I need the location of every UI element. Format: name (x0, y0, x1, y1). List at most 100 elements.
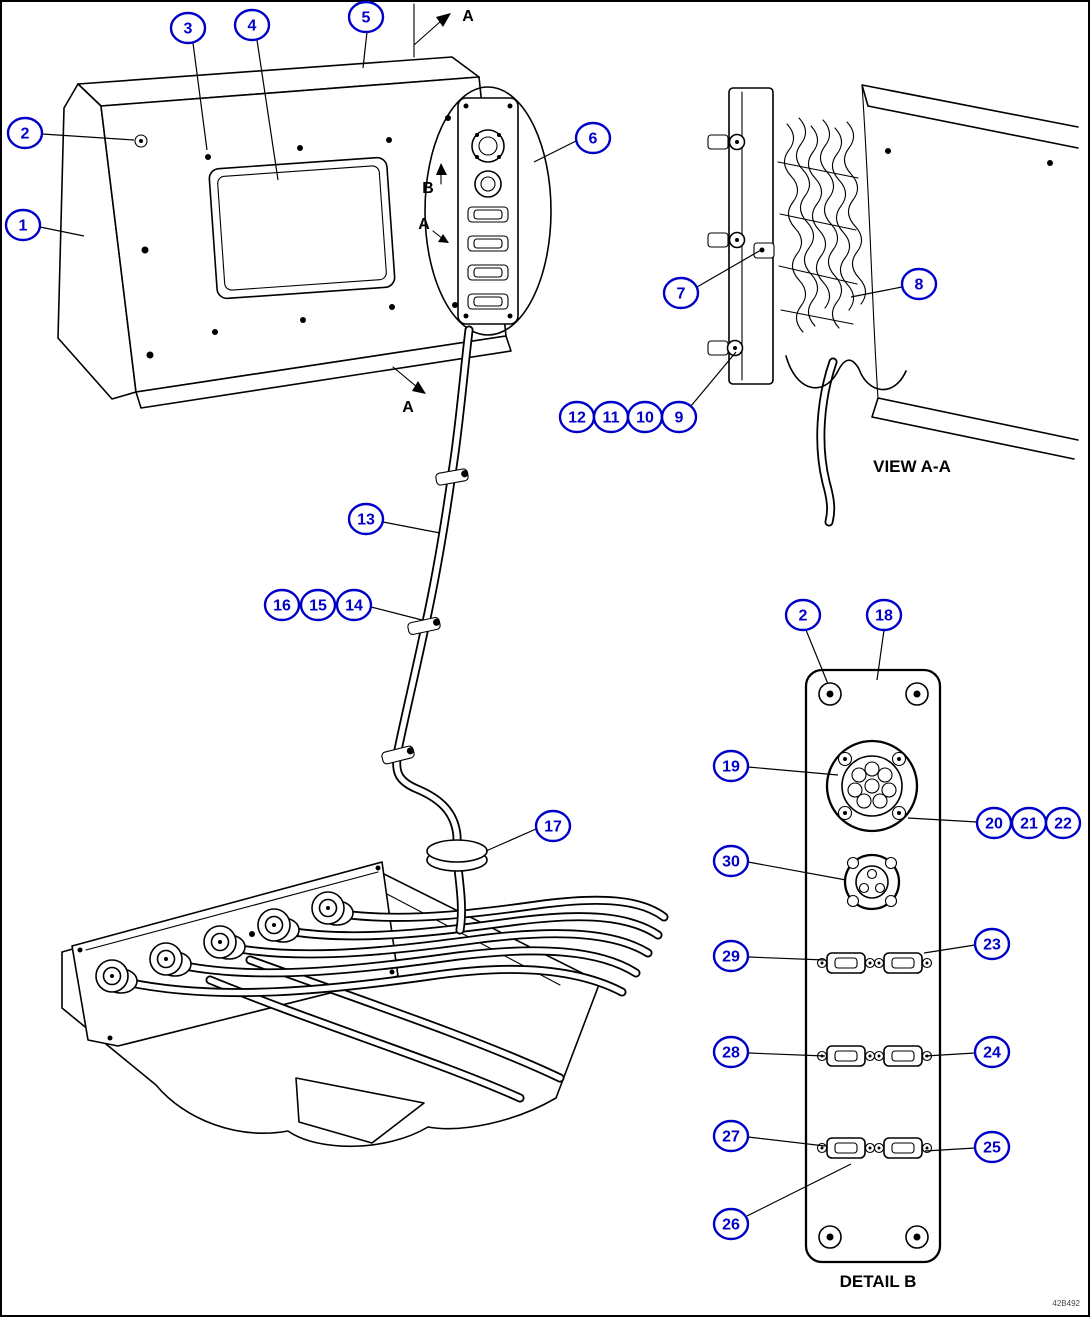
connector-panel-detail (424, 86, 552, 336)
bracket-stud-top (707, 133, 746, 151)
callout-24[interactable]: 24 (973, 1035, 1011, 1069)
frame-opening-edge (861, 84, 879, 399)
svg-text:28: 28 (722, 1045, 740, 1062)
frame-edge-upper (861, 84, 1079, 149)
svg-text:30: 30 (722, 854, 740, 871)
panel-screw-icon (818, 1225, 842, 1249)
svg-text:9: 9 (675, 410, 684, 427)
callout-19[interactable]: 19 (712, 749, 750, 783)
frame-cutout-edge (785, 355, 907, 391)
svg-text:4: 4 (248, 18, 257, 35)
svg-text:5: 5 (362, 10, 371, 27)
cable-clamp-lower (381, 745, 415, 765)
callout-22[interactable]: 22 (1044, 806, 1082, 840)
cable-clamp-upper (435, 468, 469, 486)
view-a-a-label: VIEW A-A (873, 457, 951, 476)
svg-text:15: 15 (309, 598, 327, 615)
svg-text:29: 29 (722, 949, 740, 966)
callout-29[interactable]: 29 (712, 939, 750, 973)
harness-tail-inner (818, 359, 836, 525)
svg-text:27: 27 (722, 1129, 740, 1146)
callout-12[interactable]: 12 (558, 400, 596, 434)
callout-26[interactable]: 26 (712, 1207, 750, 1241)
svg-text:8: 8 (915, 277, 924, 294)
enclosure-assembly (57, 56, 512, 409)
callout-9[interactable]: 9 (660, 400, 698, 434)
callout-30[interactable]: 30 (712, 844, 750, 878)
harness-tube-inner (393, 327, 472, 933)
deck-flap (295, 1077, 425, 1144)
window-outer-edge (208, 156, 396, 300)
callout-16[interactable]: 16 (263, 588, 301, 622)
round-connector-lower (474, 170, 502, 198)
wiring-harness-bundle (777, 117, 867, 333)
svg-text:19: 19 (722, 759, 740, 776)
svg-text:6: 6 (589, 131, 598, 148)
svg-text:25: 25 (983, 1140, 1001, 1157)
section-letter-a-bottom: A (402, 399, 414, 416)
section-arrow-icon (436, 13, 451, 27)
svg-text:16: 16 (273, 598, 291, 615)
detail-ellipse (424, 86, 552, 336)
svg-text:26: 26 (722, 1217, 740, 1234)
callout-11[interactable]: 11 (592, 400, 630, 434)
bracket-stud-bottom (707, 339, 744, 357)
cable-harness (381, 325, 488, 935)
callout-10[interactable]: 10 (626, 400, 664, 434)
svg-text:17: 17 (544, 819, 562, 836)
svg-text:20: 20 (985, 816, 1003, 833)
svg-text:21: 21 (1020, 816, 1038, 833)
callout-6[interactable]: 6 (574, 121, 612, 155)
cable-tubes (121, 895, 669, 1103)
bolt-center (139, 139, 143, 143)
callout-18[interactable]: 18 (865, 598, 903, 632)
panel-dsub-row (467, 206, 509, 310)
callout-25[interactable]: 25 (973, 1130, 1011, 1164)
section-letter-a-top: A (462, 8, 474, 25)
callout-15[interactable]: 15 (299, 588, 337, 622)
cable-clamp-middle (407, 616, 441, 636)
callout-3[interactable]: 3 (169, 11, 207, 45)
window-inner-edge (217, 165, 387, 291)
callout-5[interactable]: 5 (347, 0, 385, 34)
callout-2[interactable]: 2 (6, 116, 44, 150)
svg-text:24: 24 (983, 1045, 1001, 1062)
doc-number: 42B492 (1052, 1299, 1080, 1308)
callout-14[interactable]: 14 (335, 588, 373, 622)
callout-4[interactable]: 4 (233, 8, 271, 42)
svg-text:3: 3 (184, 21, 193, 38)
section-markers: A A B A (392, 3, 474, 416)
callout-7[interactable]: 7 (662, 276, 700, 310)
svg-text:13: 13 (357, 512, 375, 529)
svg-text:23: 23 (983, 937, 1001, 954)
panel-screw-icon (818, 682, 842, 706)
callout-13[interactable]: 13 (347, 502, 385, 536)
harness-clamp-view-aa (753, 242, 775, 259)
callout-20[interactable]: 20 (975, 806, 1013, 840)
svg-text:7: 7 (677, 286, 686, 303)
marker-arrow-icon (436, 163, 447, 175)
svg-text:11: 11 (603, 410, 620, 427)
deck-grommet (426, 839, 488, 872)
callout-17[interactable]: 17 (534, 809, 572, 843)
callout-2-detail[interactable]: 2 (784, 598, 822, 632)
small-round-connector (843, 853, 901, 911)
svg-text:2: 2 (21, 126, 30, 143)
large-round-connector (825, 739, 919, 833)
enclosure-bottom-flange (135, 335, 512, 409)
callout-27[interactable]: 27 (712, 1119, 750, 1153)
mounting-bolts (134, 115, 458, 359)
round-connector-upper (471, 129, 505, 163)
marker-letter-b: B (422, 180, 434, 197)
callout-1[interactable]: 1 (4, 208, 42, 242)
callout-8[interactable]: 8 (900, 267, 938, 301)
svg-text:12: 12 (568, 410, 586, 427)
callout-21[interactable]: 21 (1010, 806, 1048, 840)
callout-23[interactable]: 23 (973, 927, 1011, 961)
callout-28[interactable]: 28 (712, 1035, 750, 1069)
svg-text:18: 18 (875, 608, 893, 625)
detail-b-panel (804, 668, 942, 1264)
detail-b-label: DETAIL B (840, 1272, 917, 1291)
deck-assembly (61, 861, 669, 1148)
